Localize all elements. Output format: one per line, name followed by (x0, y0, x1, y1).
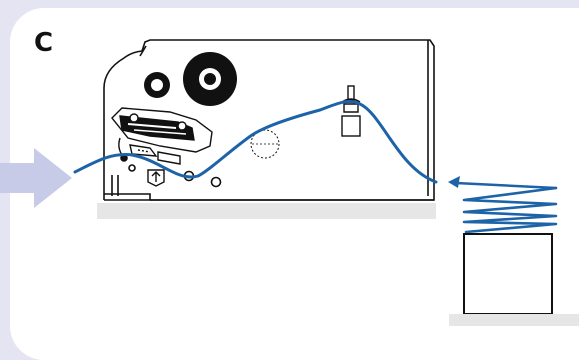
ribbon-spindle-icon (144, 52, 237, 106)
media-feed-arrowhead (448, 176, 460, 188)
media-sensor-icon (250, 129, 280, 159)
media-box-icon (463, 233, 553, 315)
media-feed-line (454, 181, 558, 190)
media-path (73, 100, 438, 184)
panel-label: C (34, 28, 54, 58)
feed-arrow-icon (0, 148, 72, 208)
media-box-base (449, 314, 579, 326)
printhead-assembly-icon (111, 107, 213, 165)
printer-base (97, 203, 436, 219)
release-lever-icon (147, 169, 165, 187)
printer-body (103, 39, 435, 201)
fanfold-stack-icon (462, 186, 558, 234)
